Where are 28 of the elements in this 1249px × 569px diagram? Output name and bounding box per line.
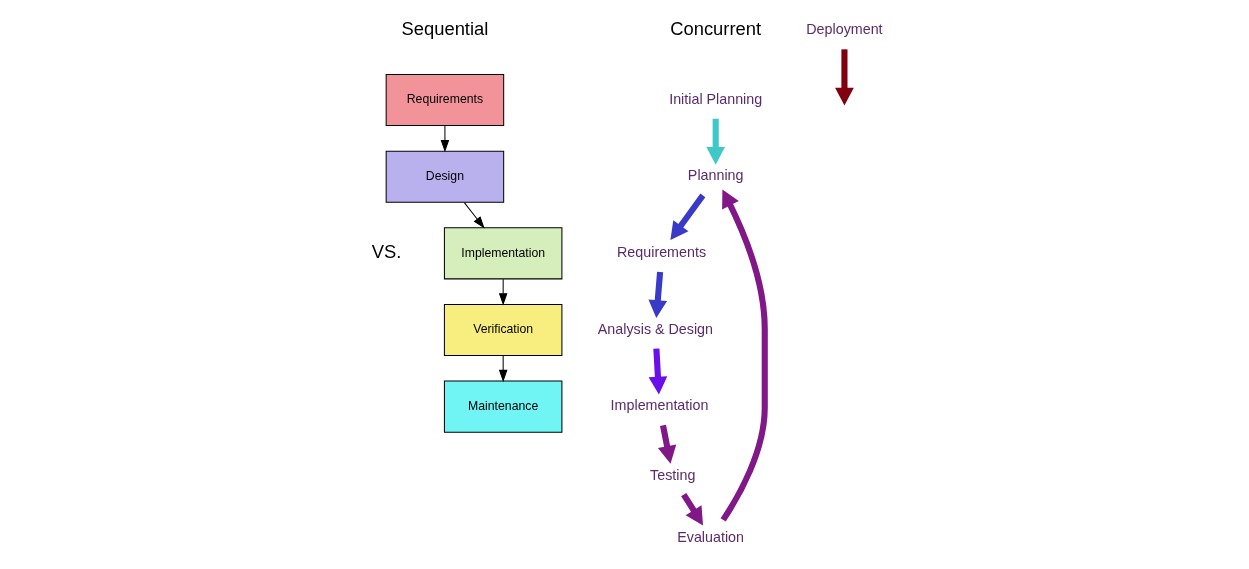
arrow	[670, 193, 706, 241]
node-text: Requirements	[617, 244, 707, 261]
arrow	[835, 49, 854, 106]
arrow	[657, 424, 677, 464]
arrow	[720, 189, 768, 522]
node-text: Implementation	[610, 397, 709, 414]
node-text: Testing	[650, 466, 696, 483]
node-text: Analysis & Design	[597, 320, 714, 337]
node-box: Implementation	[443, 227, 563, 280]
arrow	[706, 118, 726, 165]
arrow	[648, 271, 668, 318]
node-text: Planning	[687, 167, 744, 184]
node-text: Evaluation	[677, 529, 744, 546]
node-box: Design	[385, 150, 505, 203]
node-text: Initial Planning	[669, 90, 763, 107]
node-text: Deployment	[806, 21, 883, 38]
arrow	[498, 355, 508, 383]
label: Concurrent	[670, 18, 762, 40]
arrow	[648, 348, 668, 395]
label: VS.	[371, 240, 402, 262]
node-box: Requirements	[385, 74, 505, 127]
arrow	[440, 125, 450, 153]
label: Sequential	[401, 18, 489, 40]
arrow	[498, 278, 508, 306]
arrow	[463, 202, 485, 229]
arrow	[681, 492, 704, 526]
node-box: Maintenance	[443, 380, 563, 433]
node-box: Verification	[443, 303, 563, 357]
